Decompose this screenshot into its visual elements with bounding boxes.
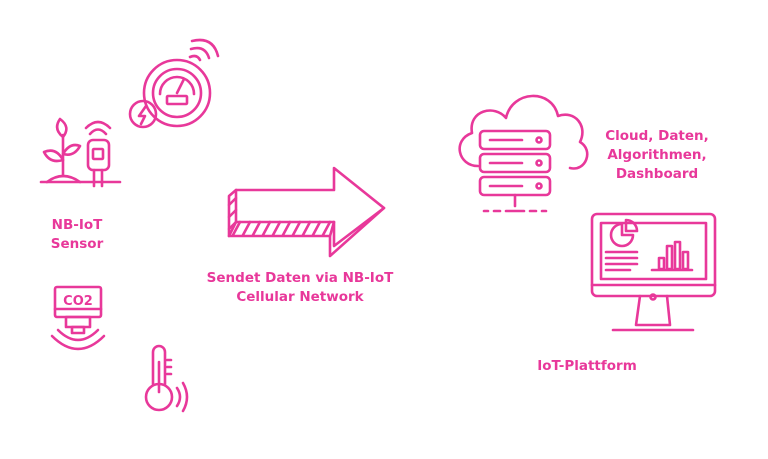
sensor-label-line: NB-IoT: [51, 217, 103, 233]
thermometer-icon: [144, 344, 189, 413]
network-label-line: Cellular Network: [236, 289, 364, 305]
monitor-dashboard-icon: [590, 212, 717, 332]
platform-label-line: IoT-Plattform: [537, 358, 637, 374]
platform-label: IoT-Plattform: [528, 357, 646, 376]
cloud-label: Cloud, Daten, Algorithmen, Dashboard: [588, 127, 726, 184]
plant-sensor-icon: [39, 117, 122, 188]
cloud-label-line: Algorithmen,: [607, 147, 707, 163]
network-label: Sendet Daten via NB-IoT Cellular Network: [196, 269, 404, 307]
cloud-label-line: Cloud, Daten,: [605, 128, 709, 144]
co2-sensor-icon: CO2: [50, 285, 106, 351]
sensor-label-line: Sensor: [50, 236, 104, 252]
network-label-line: Sendet Daten via NB-IoT: [206, 270, 394, 286]
co2-text: CO2: [63, 294, 93, 309]
arrow-icon: [227, 166, 386, 258]
cloud-server-icon: [458, 94, 589, 213]
cloud-label-line: Dashboard: [615, 166, 699, 182]
speedometer-wifi-icon: [128, 38, 220, 129]
sensor-label: NB-IoT Sensor: [34, 216, 120, 254]
